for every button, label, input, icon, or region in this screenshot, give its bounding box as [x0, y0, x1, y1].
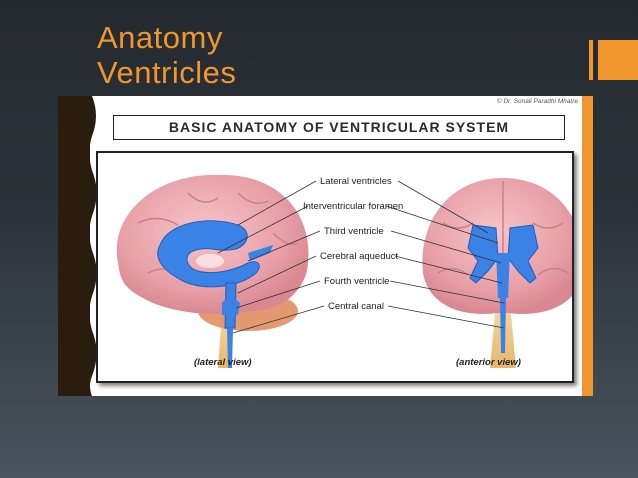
diagram-frame: Lateral ventricles Interventricular fora… — [96, 151, 574, 383]
title-line-1: Anatomy — [97, 20, 223, 55]
figure-wavy-edge — [86, 96, 97, 396]
label-lateral-ventricles: Lateral ventricles — [320, 176, 392, 187]
accent-bar — [589, 40, 593, 80]
copyright-text: © Dr. Sonali Paradhi Mhatre — [496, 98, 578, 105]
slide-title: Anatomy Ventricles — [97, 20, 397, 90]
figure-dark-edge — [58, 96, 90, 396]
label-interventricular-foramen: Interventricular foramen — [303, 201, 403, 212]
leader-lines — [217, 180, 505, 334]
label-third-ventricle: Third ventricle — [324, 226, 384, 237]
accent-side-bar — [582, 96, 593, 396]
lateral-brain — [116, 174, 309, 368]
brain-diagram: Lateral ventricles Interventricular fora… — [116, 174, 572, 368]
label-fourth-ventricle: Fourth ventricle — [324, 276, 389, 287]
accent-block — [598, 40, 638, 80]
ventricular-system-figure: © Dr. Sonali Paradhi Mhatre BASIC ANATOM… — [58, 96, 582, 396]
title-line-2: Ventricles — [97, 55, 237, 90]
label-cerebral-aqueduct: Cerebral aqueduct — [320, 251, 399, 262]
label-central-canal: Central canal — [328, 301, 384, 312]
figure-heading: BASIC ANATOMY OF VENTRICULAR SYSTEM — [168, 119, 510, 135]
figure-heading-box: BASIC ANATOMY OF VENTRICULAR SYSTEM — [113, 115, 565, 140]
lateral-view-caption: (lateral view) — [194, 357, 252, 368]
anterior-brain — [422, 178, 572, 368]
anterior-view-caption: (anterior view) — [456, 357, 521, 368]
